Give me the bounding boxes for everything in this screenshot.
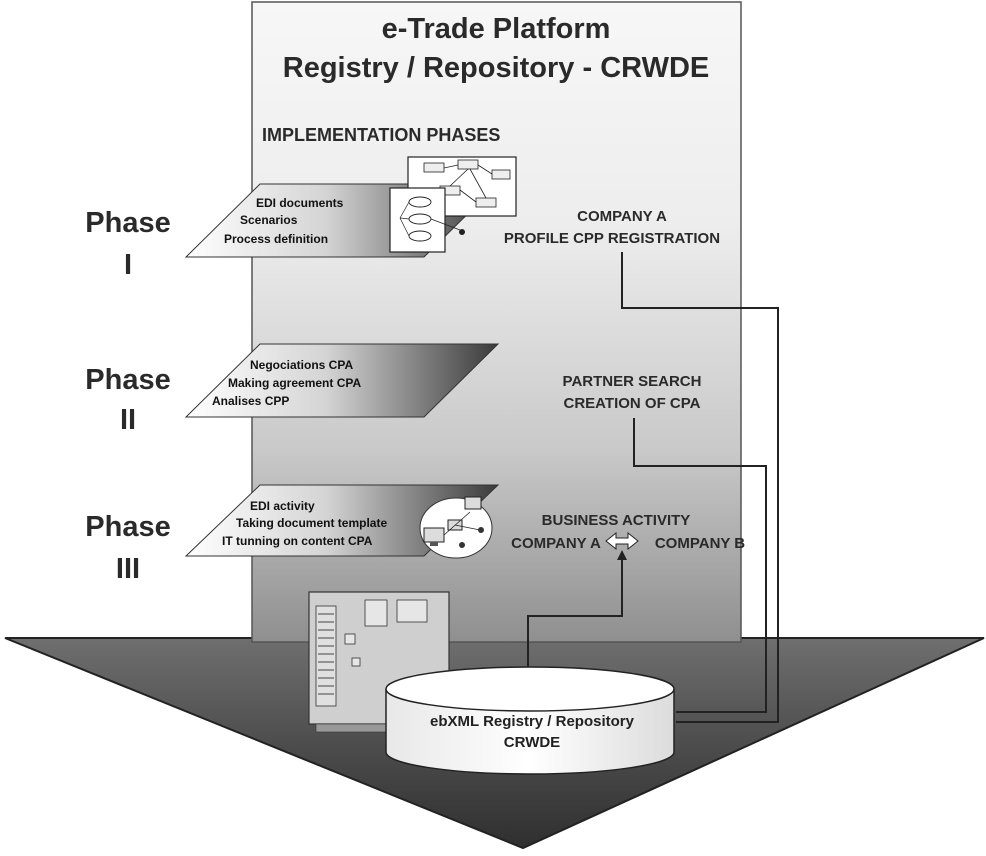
- svg-text:PARTNER SEARCH: PARTNER SEARCH: [563, 373, 702, 390]
- phase-1-item-3: Process definition: [224, 232, 328, 246]
- svg-text:PROFILE CPP REGISTRATION: PROFILE CPP REGISTRATION: [504, 230, 720, 247]
- title-line-2: Registry / Repository - CRWDE: [283, 52, 709, 84]
- phase-1-item-1: EDI documents: [256, 196, 344, 210]
- phase-label-2: Phase II: [85, 364, 170, 436]
- svg-text:I: I: [124, 249, 132, 281]
- svg-text:Phase: Phase: [85, 364, 170, 396]
- phase-3-item-1: EDI activity: [250, 499, 315, 513]
- svg-text:COMPANY A: COMPANY A: [577, 208, 667, 225]
- phase-3-item-2: Taking document template: [236, 516, 387, 530]
- implementation-phases-heading: IMPLEMENTATION PHASES: [262, 125, 500, 145]
- network-computers-icon: [420, 497, 492, 558]
- phase-2-item-1: Negociations CPA: [250, 358, 353, 372]
- svg-text:Phase: Phase: [85, 511, 170, 543]
- svg-text:Phase: Phase: [85, 207, 170, 239]
- phase-label-3: Phase III: [85, 511, 170, 585]
- svg-text:II: II: [120, 404, 136, 436]
- phase-3-item-3: IT tunning on content CPA: [222, 534, 373, 548]
- phase-2-item-3: Analises CPP: [212, 394, 289, 408]
- company-b-label: COMPANY B: [655, 535, 745, 552]
- svg-text:CREATION OF CPA: CREATION OF CPA: [564, 395, 701, 412]
- registry-label-2: CRWDE: [504, 734, 560, 751]
- phase-label-1: Phase I: [85, 207, 170, 281]
- svg-text:III: III: [116, 553, 140, 585]
- svg-text:BUSINESS ACTIVITY: BUSINESS ACTIVITY: [542, 512, 691, 529]
- company-a-label: COMPANY A: [511, 535, 601, 552]
- registry-label-1: ebXML Registry / Repository: [430, 713, 635, 730]
- registry-database: ebXML Registry / Repository CRWDE: [386, 667, 674, 774]
- phase-2-item-2: Making agreement CPA: [228, 376, 361, 390]
- title-line-1: e-Trade Platform: [382, 13, 611, 45]
- phase-1-item-2: Scenarios: [240, 213, 298, 227]
